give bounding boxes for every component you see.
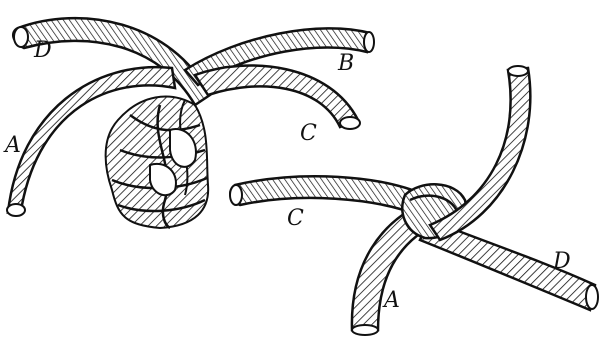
strand-c-right <box>230 176 425 215</box>
right-label-d: D <box>552 249 571 274</box>
strand-c-left <box>195 65 360 129</box>
right-label-c: C <box>287 206 304 231</box>
left-knot-body <box>106 97 209 228</box>
right-label-a: A <box>382 288 400 313</box>
left-label-b: B <box>337 51 354 76</box>
right-knot: C A D <box>230 66 598 335</box>
left-label-d: D <box>33 38 52 63</box>
left-label-a: A <box>3 133 21 158</box>
left-label-c: C <box>300 121 317 146</box>
